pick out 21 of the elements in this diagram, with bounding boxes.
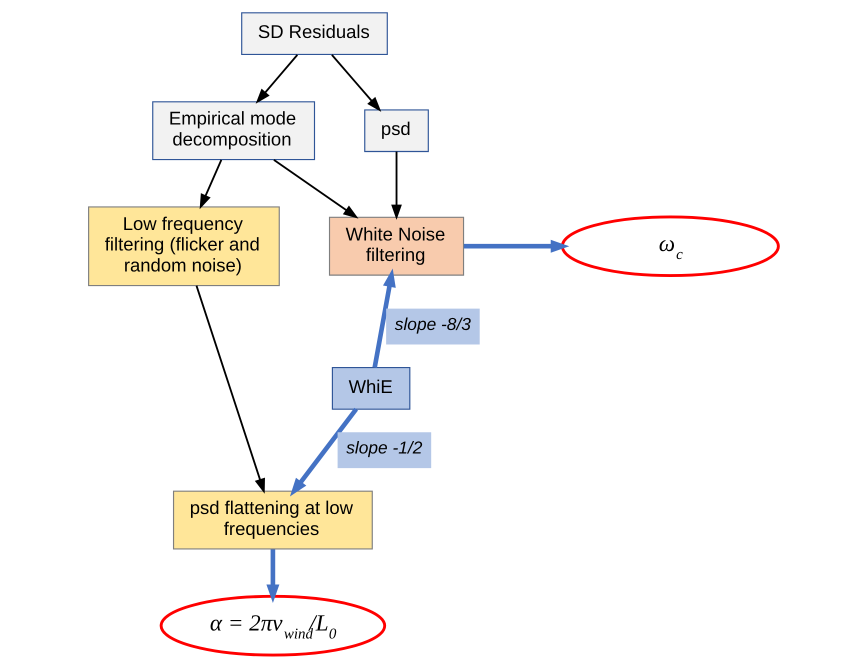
node-box: Low frequency filtering (flicker and random noise)	[88, 206, 280, 286]
edge-label: slope -8/3	[394, 314, 471, 334]
node-ellipse: ω$_{c}$	[560, 215, 780, 278]
arrow	[273, 159, 358, 219]
arrow	[266, 549, 280, 603]
node-box: psd flattening at low frequencies	[172, 490, 373, 550]
arrow	[196, 285, 265, 494]
arrow	[256, 54, 298, 104]
arrow	[290, 408, 358, 496]
arrow	[200, 159, 222, 210]
arrow	[331, 54, 382, 112]
node-ellipse: α = 2πv$_{wind}$/L$_{0}$	[160, 594, 386, 657]
node-box: White Noise filtering	[328, 216, 464, 276]
node-box: Empirical mode decomposition	[152, 101, 316, 160]
node-box: WhiE	[332, 366, 410, 410]
arrow	[464, 240, 570, 253]
arrow	[391, 152, 402, 220]
node-box: SD Residuals	[241, 12, 388, 56]
node-box: psd	[364, 109, 429, 152]
arrow	[372, 268, 396, 368]
edge-label: slope -1/2	[346, 438, 422, 458]
